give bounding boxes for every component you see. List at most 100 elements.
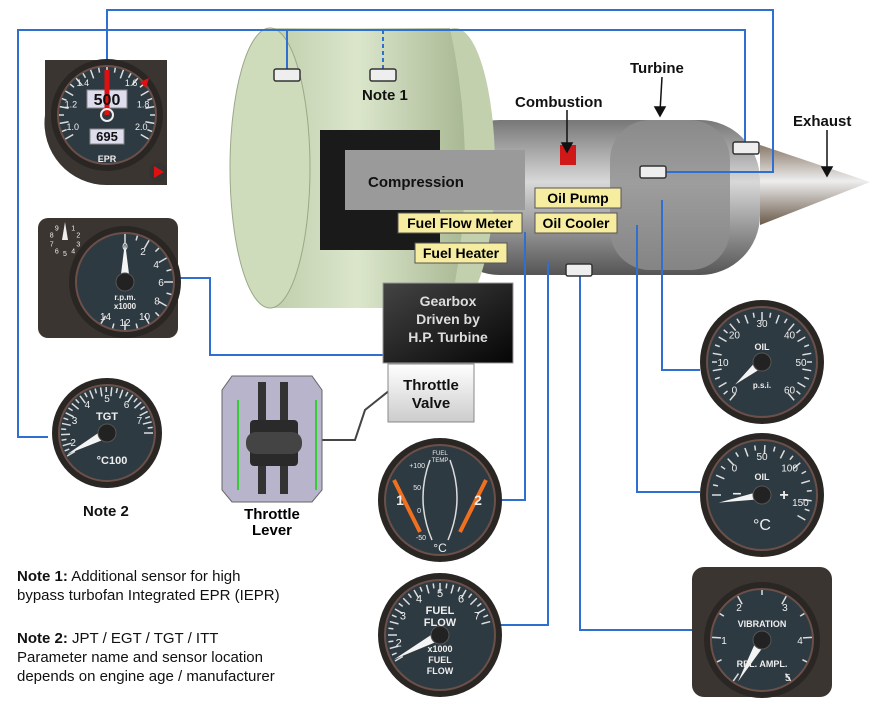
oil-pressure-gauge (700, 300, 824, 424)
tick-mark (62, 442, 72, 447)
turbine-section (610, 120, 730, 270)
fuel-temp-scale-left: 50 (413, 485, 421, 492)
tick-mark (801, 470, 807, 475)
tick-mark (61, 129, 67, 133)
throttle-lever-line2: Lever (252, 522, 292, 539)
note1-title: Note 1: (17, 568, 68, 585)
tick-mark (797, 514, 806, 521)
note1-line1: Additional sensor for high (71, 568, 241, 585)
tick-mark (64, 448, 70, 452)
tick-label: 5 (785, 673, 791, 684)
tick-mark (135, 235, 139, 241)
tick-mark (799, 612, 805, 617)
tick-mark (744, 447, 749, 457)
tick-label: 1.4 (77, 78, 90, 88)
tick-mark (71, 402, 80, 410)
gauge-needle (120, 242, 130, 282)
note1-line2: bypass turbofan Integrated EPR (IEPR) (17, 587, 280, 604)
tick-mark (124, 391, 129, 397)
tick-label: 0 (732, 386, 738, 397)
tick-mark (65, 90, 74, 97)
tick-label: 2.0 (135, 122, 148, 132)
tick-mark (727, 458, 735, 466)
fuel-temp-scale-left: +100 (409, 463, 425, 470)
tick-mark (792, 462, 801, 470)
needle-hub (752, 352, 772, 372)
tick-mark (61, 97, 67, 101)
tick-label: 4 (71, 248, 75, 255)
oil-temp-minus: – (733, 485, 742, 502)
tick-label: 1.0 (67, 122, 80, 132)
tick-label: 60 (784, 386, 796, 397)
throttle-valve-line1: Throttle (403, 377, 459, 394)
note2-line2: Parameter name and sensor location (17, 649, 263, 666)
gearbox-line3: H.P. Turbine (408, 329, 488, 345)
tick-label: 0 (732, 463, 738, 474)
oil-temp-title: OIL (755, 472, 771, 482)
tick-label: 3 (72, 416, 78, 427)
tick-label: 0 (122, 242, 128, 253)
sensor-wiring (17, 9, 774, 631)
tick-mark (469, 597, 478, 606)
throttle-linkage (320, 389, 391, 441)
note2-label: Note 2 (83, 503, 129, 520)
wire-oil-pressure (661, 200, 700, 371)
fuel-flow-title2: FLOW (424, 617, 457, 629)
tick-mark (99, 387, 103, 397)
gearbox-line2: Driven by (416, 311, 480, 327)
tick-mark (391, 652, 397, 656)
tick-mark (718, 381, 727, 388)
sensor-fan (273, 68, 301, 82)
tick-mark (407, 593, 412, 599)
tick-mark (425, 584, 430, 594)
tick-mark (716, 659, 722, 663)
tick-mark (66, 450, 76, 457)
tick-mark (139, 410, 148, 417)
tick-mark (89, 69, 95, 79)
tick-label: 1.2 (65, 99, 78, 109)
play-icon (154, 166, 164, 178)
tick-mark (140, 406, 146, 411)
tick-label: 7 (137, 416, 143, 427)
tick-mark (140, 133, 149, 140)
tick-mark (795, 329, 801, 334)
tick-label: 8 (154, 297, 160, 308)
wire-rpm (178, 277, 385, 356)
tgt-gauge (52, 378, 162, 488)
tick-label: 6 (158, 278, 164, 289)
tick-label: 2 (396, 637, 402, 649)
tgt-title: TGT (96, 411, 118, 423)
wire-vibration (579, 270, 700, 631)
tick-mark (388, 640, 394, 643)
wire-tgt (17, 29, 746, 438)
tick-mark (413, 589, 420, 599)
tick-mark (154, 247, 160, 253)
throttle-lever[interactable] (221, 375, 323, 503)
tick-mark (394, 608, 404, 615)
fuel-temp-scale-left: 0 (417, 508, 421, 515)
tick-mark (797, 381, 806, 388)
tick-mark (737, 595, 743, 605)
tick-label: 50 (756, 452, 768, 463)
note1-label: Note 1 (362, 87, 408, 104)
tick-mark (481, 620, 491, 625)
tick-mark (147, 426, 153, 429)
sensors (273, 68, 760, 277)
tick-mark (398, 602, 404, 607)
tick-mark (145, 105, 155, 109)
tick-label: 1 (721, 636, 727, 647)
tick-mark (802, 368, 812, 372)
tick-mark (158, 257, 167, 264)
epr-counter-top: 500 (94, 92, 121, 109)
tick-mark (402, 597, 411, 606)
tick-mark (735, 452, 740, 458)
tgt-unit: °C100 (97, 455, 128, 467)
fuel-flow-sub2: FUEL (428, 655, 452, 665)
compression-label: Compression (368, 174, 464, 191)
tick-mark (133, 401, 142, 409)
tick-label: 100 (781, 463, 798, 474)
tick-mark (732, 673, 740, 682)
tick-mark (804, 376, 810, 380)
note2-text: Note 2: JPT / EGT / TGT / ITT Parameter … (17, 629, 275, 686)
tick-mark (783, 318, 788, 324)
